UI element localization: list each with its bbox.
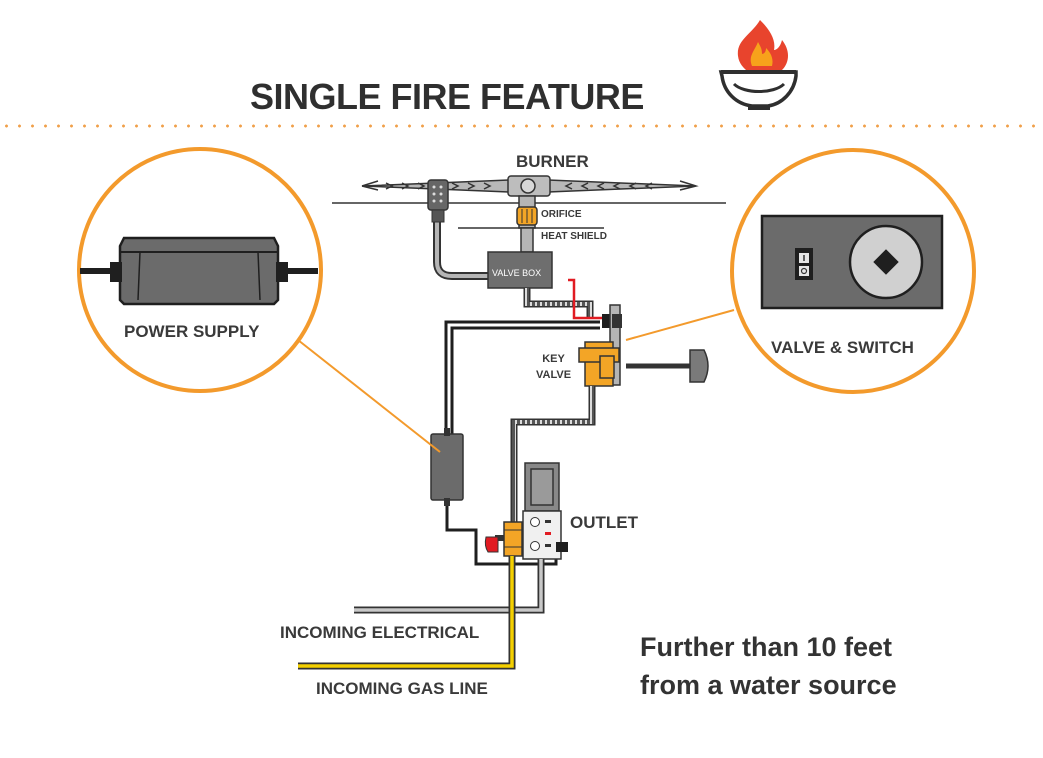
power-supply-unit [430, 428, 464, 506]
key-valve [578, 341, 709, 387]
outlet [522, 462, 568, 560]
distance-note-line2: from a water source [640, 670, 897, 700]
distance-note-line1: Further than 10 feet [640, 632, 893, 662]
power-supply-icon [80, 236, 318, 306]
fire-bowl-icon [718, 20, 798, 110]
valve-switch-label: VALVE & SWITCH [771, 338, 914, 357]
incoming-gas-label: INCOMING GAS LINE [316, 679, 488, 698]
dotted-divider [0, 124, 1043, 128]
valve-switch-panel-icon [760, 214, 944, 310]
valve-box-label: VALVE BOX [492, 268, 542, 278]
gas-shutoff-knob [484, 536, 499, 553]
igniter-icon [427, 179, 490, 280]
power-supply-label: POWER SUPPLY [124, 322, 260, 341]
key-valve-label: KEY VALVE [536, 351, 571, 383]
page-title: SINGLE FIRE FEATURE [250, 76, 644, 117]
outlet-label: OUTLET [570, 513, 638, 532]
key-valve-label-line2: VALVE [536, 369, 572, 381]
orifice [516, 195, 538, 229]
distance-note: Further than 10 feet from a water source [640, 628, 1030, 704]
key-valve-label-line1: KEY [542, 353, 565, 365]
burner-label: BURNER [516, 152, 589, 171]
heat-shield-label: HEAT SHIELD [541, 231, 607, 242]
valve-box [487, 251, 553, 289]
incoming-electrical-label: INCOMING ELECTRICAL [280, 623, 480, 642]
orifice-label: ORIFICE [541, 209, 582, 220]
